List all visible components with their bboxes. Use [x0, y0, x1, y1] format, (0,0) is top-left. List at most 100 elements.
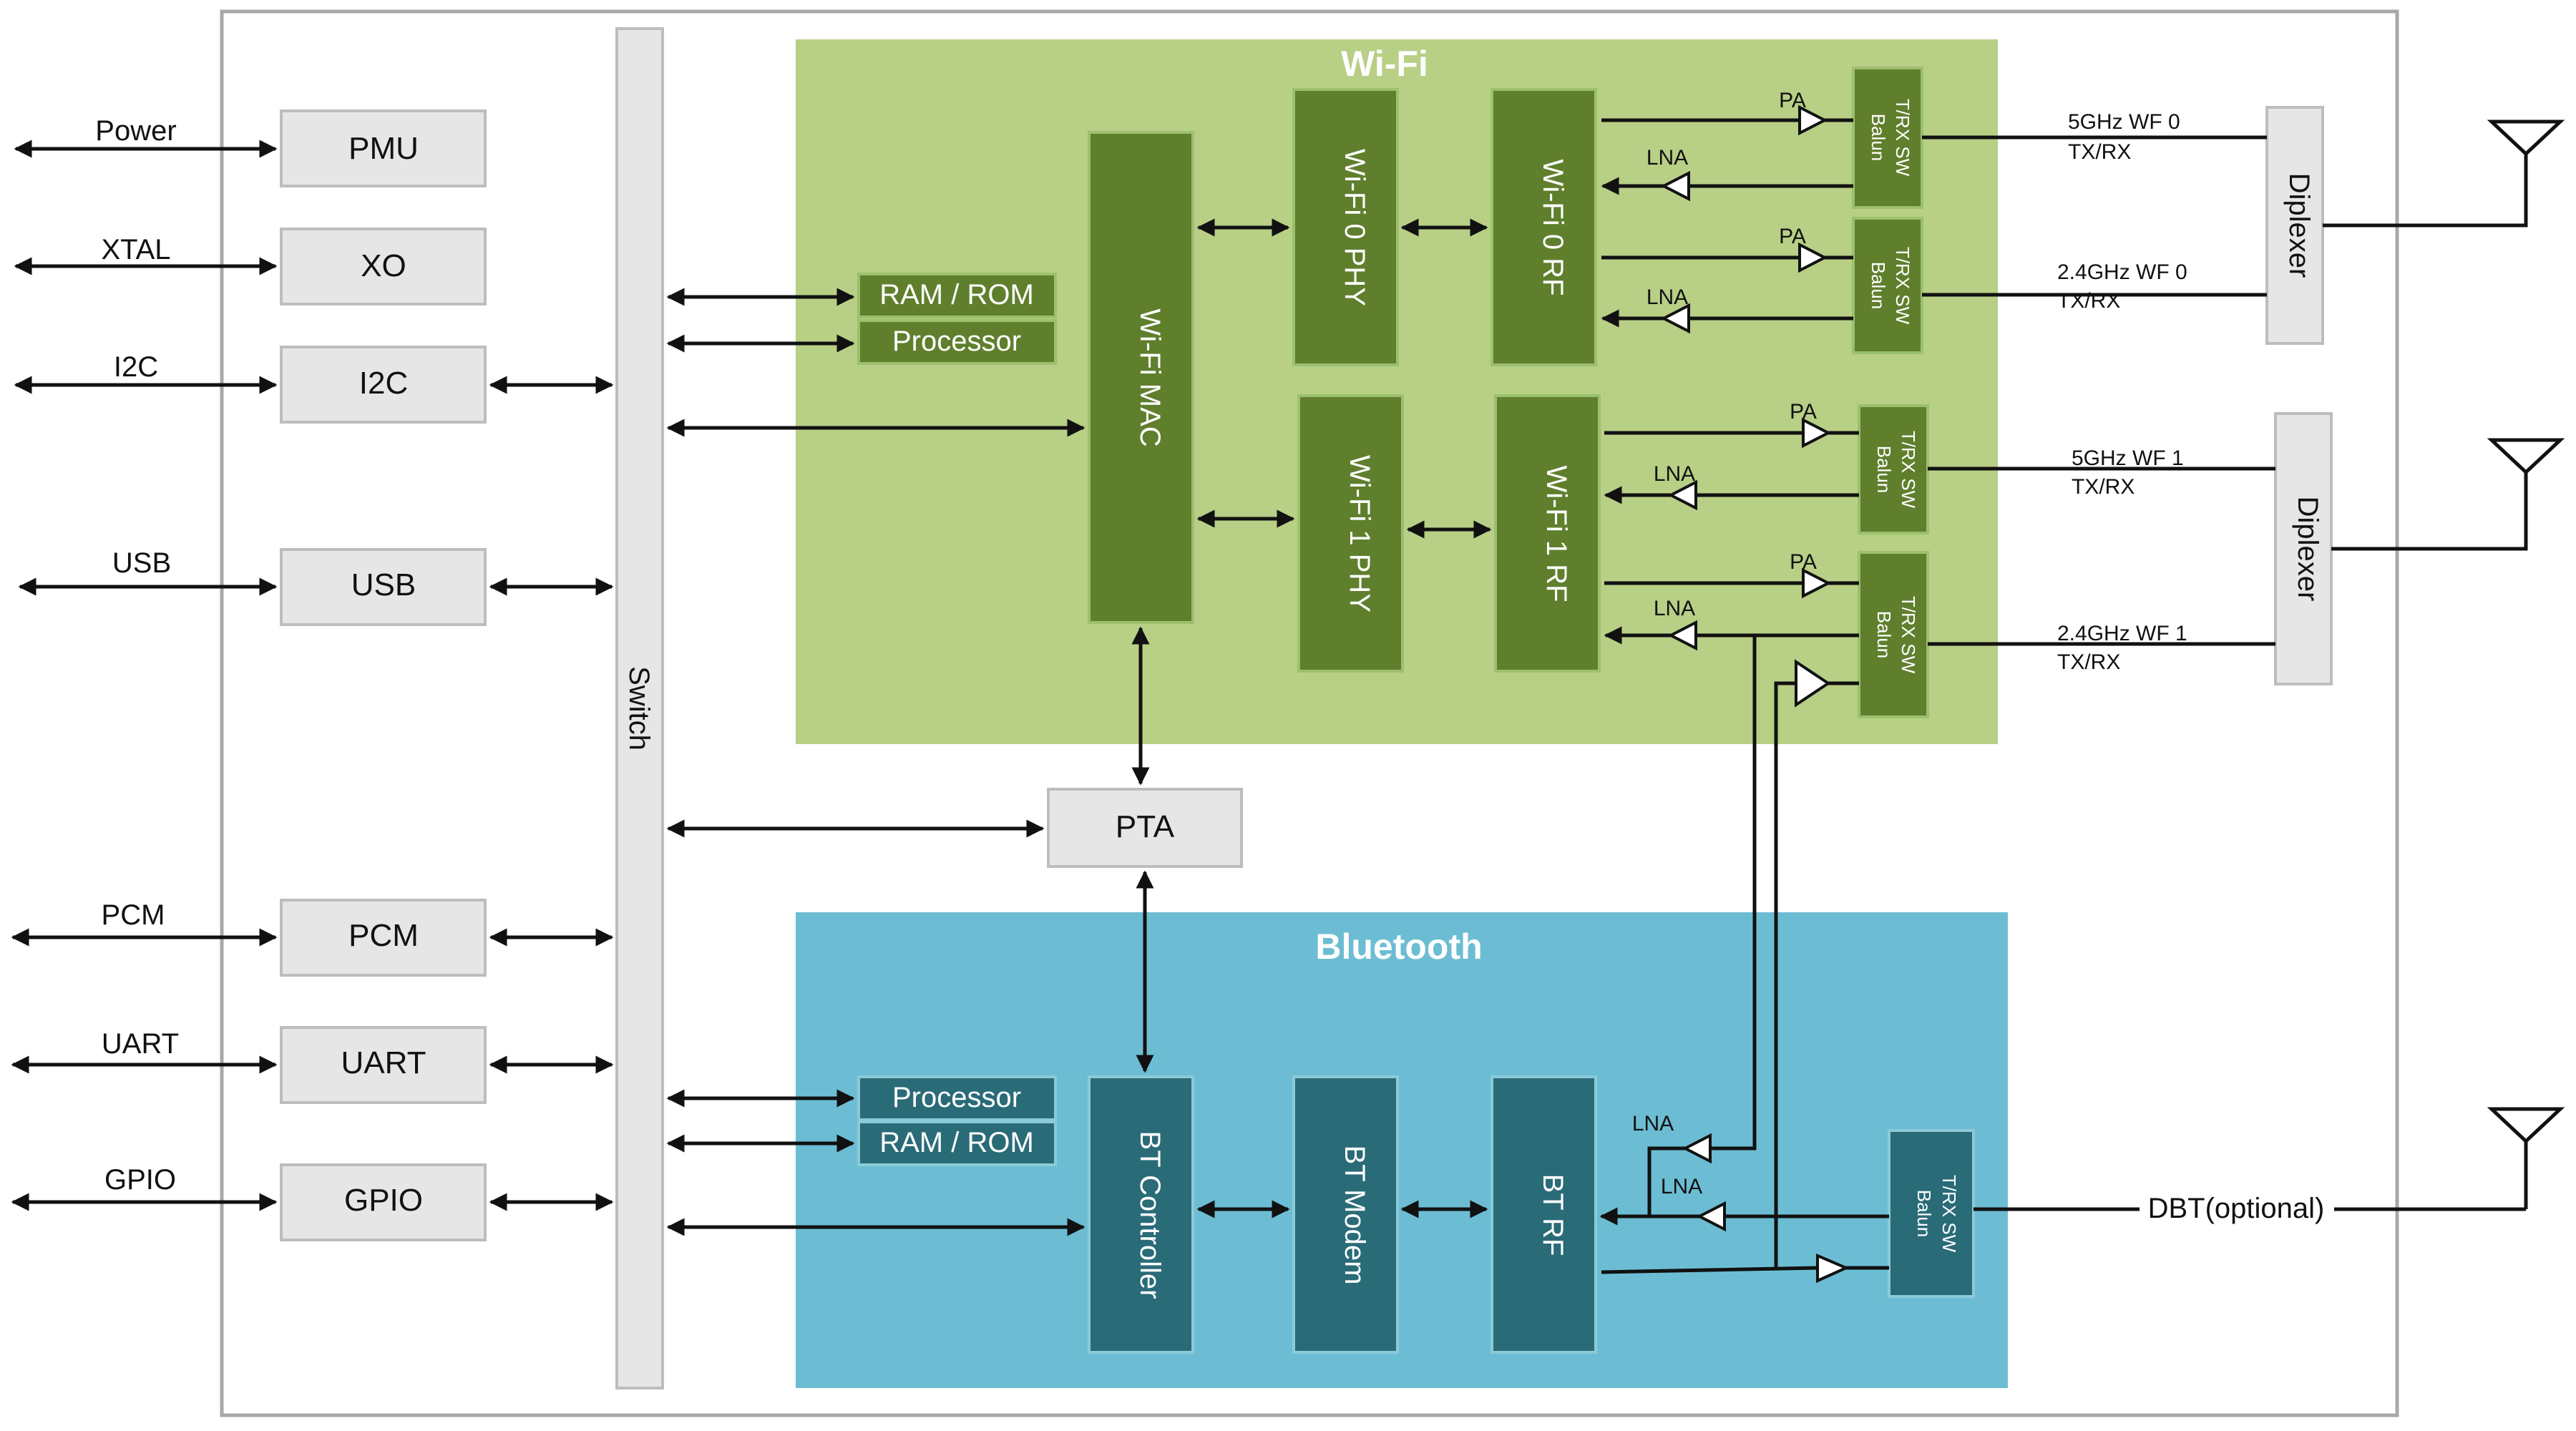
wifi1-24g-trx-label: T/RX SW [1898, 596, 1919, 674]
wifi-mac-label: Wi-Fi MAC [1134, 308, 1166, 446]
diplexer-2-block [2274, 412, 2333, 685]
diplexers: Diplexer Diplexer [2265, 106, 2333, 685]
pa-wf1-5g-icon [1802, 417, 1832, 449]
wf1-24g-label: 2.4GHz WF 1 [2057, 622, 2187, 645]
wifi1-5g-trx-label: T/RX SW [1898, 431, 1919, 509]
wifi0-5g-balun-label: Balun [1868, 114, 1889, 162]
antennas [2323, 119, 2565, 1209]
pmu-label: PMU [348, 131, 419, 166]
external-ports: Power XTAL I2C USB PCM UART GPIO [11, 115, 278, 1211]
wifi0-rf-block [1491, 88, 1597, 366]
xo-label: XO [361, 248, 406, 283]
pa-wf0-5g-label: PA [1779, 89, 1806, 112]
port-power-label: Power [95, 115, 176, 147]
bt-ram-rom-label: RAM / ROM [879, 1127, 1034, 1158]
bt-shared-lna-icon [1682, 1133, 1712, 1164]
lna-wf0-24g-icon [1660, 303, 1690, 334]
bt-rf-block [1491, 1075, 1597, 1354]
rf-ports: 5GHz WF 0 TX/RX 2.4GHz WF 0 TX/RX 5GHz W… [1922, 110, 2526, 1224]
uart-label: UART [341, 1045, 426, 1080]
antenna-3-icon [2487, 1107, 2565, 1144]
pa-wf0-5g-icon [1798, 104, 1828, 136]
port-gpio-label: GPIO [104, 1164, 176, 1196]
diplexer-1-block [2265, 106, 2324, 345]
wifi1-phy-block [1297, 394, 1404, 673]
switch-bar [615, 27, 664, 1390]
lna-wf0-24g-label: LNA [1646, 285, 1688, 309]
bluetooth-blocks: Processor RAM / ROM BT Controller BT Mod… [857, 1075, 1975, 1354]
antenna-1-icon [2487, 119, 2565, 157]
wifi1-5g-balun-label: Balun [1873, 446, 1895, 494]
pa-wf1-5g-label: PA [1790, 400, 1817, 424]
pa-wf0-24g-label: PA [1779, 225, 1806, 248]
wf0-5g-txrx-label: TX/RX [2068, 140, 2131, 164]
pmu-block [280, 109, 487, 187]
lna-wf0-5g-icon [1660, 170, 1690, 202]
pta-block [1047, 788, 1243, 868]
wf1-5g-txrx-label: TX/RX [2072, 475, 2135, 499]
wifi0-phy-label: Wi-Fi 0 PHY [1339, 149, 1370, 306]
wf0-24g-txrx-label: TX/RX [2057, 289, 2120, 313]
wf0-5g-label: 5GHz WF 0 [2068, 110, 2180, 134]
bluetooth-title: Bluetooth [1315, 927, 1482, 967]
wf1-5g-label: 5GHz WF 1 [2072, 446, 2184, 470]
wifi1-rf-block [1494, 394, 1601, 673]
bt-shared-lna-label: LNA [1632, 1112, 1674, 1135]
wifi0-24g-trx-label: T/RX SW [1892, 247, 1913, 325]
wifi1-rf-label: Wi-Fi 1 RF [1541, 465, 1572, 602]
wifi-processor-label: Processor [892, 326, 1021, 357]
gpio-label: GPIO [344, 1183, 423, 1218]
wifi1-24g-balun-label: Balun [1873, 611, 1895, 659]
pta-label: PTA [1116, 809, 1175, 844]
bluetooth-links: LNA LNA [666, 1089, 1889, 1284]
wifi0-5g-trx-label: T/RX SW [1892, 99, 1913, 177]
i2c-label: I2C [359, 366, 408, 401]
wifi-title: Wi-Fi [1341, 44, 1428, 84]
gpio-block [280, 1163, 487, 1241]
bt-lna-icon [1696, 1201, 1726, 1232]
wifi-ram-rom-label: RAM / ROM [879, 279, 1034, 311]
pcm-block [280, 899, 487, 977]
uart-block [280, 1026, 487, 1104]
wifi0-phy-block [1292, 88, 1399, 366]
peripheral-blocks: PMU XO I2C USB PCM UART GPIO [280, 109, 487, 1241]
lna-wf1-5g-icon [1667, 479, 1697, 511]
port-xtal-label: XTAL [101, 234, 170, 265]
wifi0-24g-trx-block [1852, 217, 1923, 354]
diplexer-1-label: Diplexer [2283, 173, 2315, 278]
bt-modem-block [1292, 1075, 1399, 1354]
bt-modem-label: BT Modem [1339, 1146, 1370, 1285]
bt-pa-icon [1816, 1253, 1850, 1284]
chip-boundary [220, 9, 2399, 1417]
antenna-2-icon [2487, 438, 2565, 475]
diplexer-2-label: Diplexer [2292, 497, 2323, 602]
wf1-24g-txrx-label: TX/RX [2057, 650, 2120, 674]
port-uart-label: UART [102, 1028, 179, 1060]
wifi0-24g-balun-label: Balun [1868, 262, 1889, 310]
bt-controller-block [1088, 1075, 1194, 1354]
wifi-links [666, 218, 1492, 539]
bt-balun-label: Balun [1913, 1190, 1935, 1238]
wf0-24g-label: 2.4GHz WF 0 [2057, 260, 2187, 284]
wifi-amplifiers: PA LNA PA LNA PA LNA PA LNA [1601, 89, 1859, 1268]
lna-wf0-5g-label: LNA [1646, 146, 1688, 170]
bt-trx-block [1888, 1129, 1975, 1298]
port-pcm-label: PCM [102, 899, 165, 931]
wifi-mac-block [1088, 131, 1194, 624]
usb-block [280, 548, 487, 626]
lna-wf1-24g-label: LNA [1654, 597, 1695, 620]
pa-wf0-24g-icon [1798, 242, 1828, 273]
usb-label: USB [351, 567, 416, 602]
wifi-blocks: RAM / ROM Processor Wi-Fi MAC Wi-Fi 0 PH… [857, 67, 1929, 718]
bt-processor-block [857, 1075, 1057, 1121]
dbt-label: DBT(optional) [2148, 1193, 2325, 1224]
wifi0-rf-label: Wi-Fi 0 RF [1537, 159, 1568, 296]
port-usb-label: USB [112, 547, 171, 579]
switch-label: Switch [623, 666, 655, 751]
xo-block [280, 228, 487, 306]
pcm-label: PCM [348, 918, 419, 953]
wifi1-24g-trx-block [1858, 551, 1929, 718]
bt-trx-label: T/RX SW [1938, 1175, 1960, 1253]
lna-wf1-5g-label: LNA [1654, 462, 1695, 486]
